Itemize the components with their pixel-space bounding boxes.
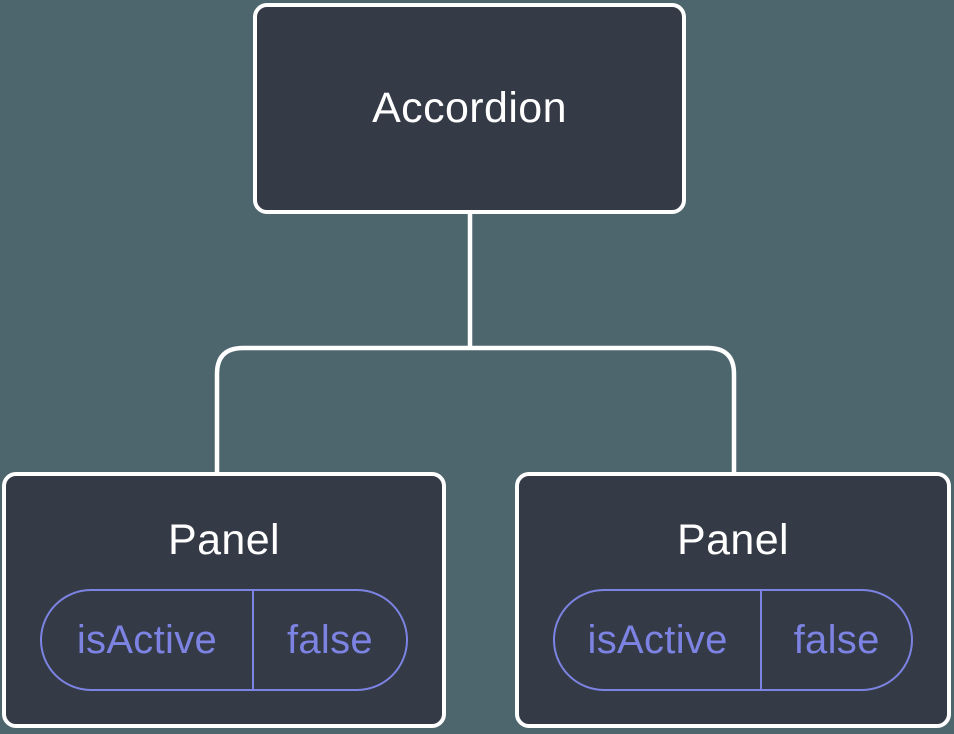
prop-name: isActive	[42, 591, 254, 689]
branch-connector-line	[214, 345, 737, 472]
panel-node-label: Panel	[677, 516, 789, 564]
prop-value: false	[793, 617, 880, 662]
panel-node-label: Panel	[168, 516, 280, 564]
panel-node-left: Panel isActive false	[2, 472, 446, 728]
accordion-node-label: Accordion	[372, 84, 567, 132]
prop-pill: isActive false	[553, 589, 913, 691]
prop-name: isActive	[555, 591, 763, 689]
panel-node-right: Panel isActive false	[515, 472, 951, 728]
prop-value: false	[286, 617, 373, 662]
accordion-node: Accordion	[253, 3, 686, 214]
prop-pill: isActive false	[40, 589, 408, 691]
